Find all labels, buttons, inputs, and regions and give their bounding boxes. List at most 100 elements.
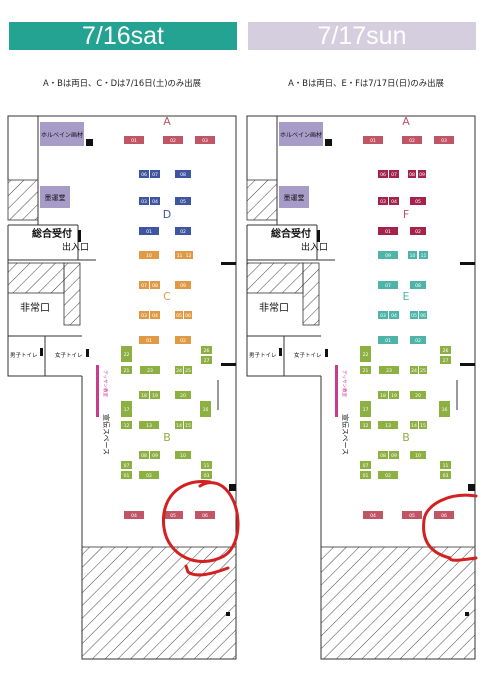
hatched-area <box>7 179 39 221</box>
booth <box>419 251 428 259</box>
promo-strip <box>96 365 99 417</box>
entrance-label: 出入口 <box>301 241 328 253</box>
day-2-map-svg: ホルベイン画材墨運堂総合受付出入口非常口男子トイレ女子トイレデッサン教室宣伝スペ… <box>246 115 478 660</box>
booth <box>408 170 416 178</box>
booth <box>378 251 398 259</box>
dessin-label: デッサン教室 <box>341 370 348 397</box>
booth-label: 03 <box>443 473 449 479</box>
building-wall <box>7 225 82 377</box>
booth <box>150 391 160 399</box>
booth-label: 06 <box>185 313 191 319</box>
booth-label: 27 <box>204 358 210 364</box>
womens-toilet-icon <box>86 349 89 357</box>
booth <box>139 391 149 399</box>
day-2-banner: 7/17sun <box>248 22 476 50</box>
booth <box>378 391 388 399</box>
holbein-booth <box>40 122 84 146</box>
holbein-booth <box>279 122 323 146</box>
booth <box>175 251 184 259</box>
booth <box>201 461 212 469</box>
booth <box>378 197 388 205</box>
booth-label: 12 <box>124 423 130 429</box>
booth-label: 02 <box>385 473 391 479</box>
booth-label: 19 <box>391 393 397 399</box>
emergency-exit-label: 非常口 <box>259 301 289 314</box>
booth <box>195 136 215 144</box>
booth-label: 07 <box>391 172 397 178</box>
hatched-area <box>63 262 81 326</box>
booth-label: 18 <box>380 393 386 399</box>
bokuundo-booth <box>279 186 309 208</box>
booth-label: 02 <box>180 229 186 235</box>
booth-label: 03 <box>202 138 208 144</box>
booth <box>389 197 399 205</box>
hatched-area <box>246 262 304 294</box>
booth-label: 09 <box>385 253 391 259</box>
booth-label: 10 <box>410 253 416 259</box>
booth <box>378 451 388 459</box>
bokuundo-label: 墨運堂 <box>45 193 66 202</box>
booth <box>363 136 383 144</box>
booth <box>184 311 192 319</box>
booth-label: 08 <box>380 453 386 459</box>
day-1-note: A・Bは両日、C・Dは7/16日(土)のみ出展 <box>43 78 201 88</box>
hand-drawn-circle <box>161 480 240 577</box>
holbein-label: ホルベイン画材 <box>41 131 83 139</box>
bokuundo-label: 墨運堂 <box>284 193 305 202</box>
booth <box>378 471 398 479</box>
booth <box>124 511 144 519</box>
booth-label: 15 <box>185 423 191 429</box>
booth-label: 09 <box>391 453 397 459</box>
promo-space-label: 宣伝スペース <box>341 414 350 455</box>
booth <box>402 136 422 144</box>
booth-label: 07 <box>124 463 130 469</box>
booth <box>389 170 399 178</box>
booth-label: 08 <box>180 172 186 178</box>
booth-label: 09 <box>180 283 186 289</box>
booth <box>150 311 160 319</box>
booth-label: 16 <box>442 407 448 413</box>
booth-label: 19 <box>152 393 158 399</box>
booth <box>410 391 426 399</box>
booth-label: 01 <box>131 138 137 144</box>
door-marker <box>317 230 320 242</box>
booth-label: 13 <box>385 423 391 429</box>
booth-label: 04 <box>152 313 158 319</box>
booth <box>121 346 132 362</box>
booth <box>139 227 159 235</box>
booth-label: 15 <box>420 423 426 429</box>
pillar-marker <box>226 612 230 616</box>
booth-label: 26 <box>443 348 449 354</box>
building-wall <box>7 115 39 225</box>
booth <box>175 336 191 344</box>
booth <box>139 451 149 459</box>
booth-label: 09 <box>419 172 425 178</box>
booth-label: 14 <box>411 423 417 429</box>
booth <box>360 421 371 429</box>
booth-label: 27 <box>443 358 449 364</box>
promo-strip <box>335 365 338 417</box>
booth <box>418 170 426 178</box>
booth <box>360 346 371 362</box>
booth-label: 09 <box>152 453 158 459</box>
booth <box>440 461 451 469</box>
womens-toilet-label: 女子トイレ <box>294 351 322 359</box>
booth <box>200 401 211 417</box>
hand-drawn-circle <box>422 493 478 562</box>
booth-label: 05 <box>411 313 417 319</box>
booth <box>175 197 191 205</box>
building-wall <box>81 376 237 660</box>
booth <box>121 366 132 374</box>
pillar-marker <box>229 484 236 491</box>
booth-label: 03 <box>380 199 386 205</box>
booth-label: 12 <box>186 253 192 259</box>
booth-label: 07 <box>152 172 158 178</box>
booth-label: 24 <box>411 368 417 374</box>
booth-label: 11 <box>177 253 183 259</box>
booth-label: 03 <box>141 199 147 205</box>
zone-label-f: F <box>403 208 409 221</box>
booth-label: 01 <box>370 138 376 144</box>
booth-label: 21 <box>363 368 369 374</box>
booth-label: 26 <box>204 348 210 354</box>
booth <box>419 366 427 374</box>
